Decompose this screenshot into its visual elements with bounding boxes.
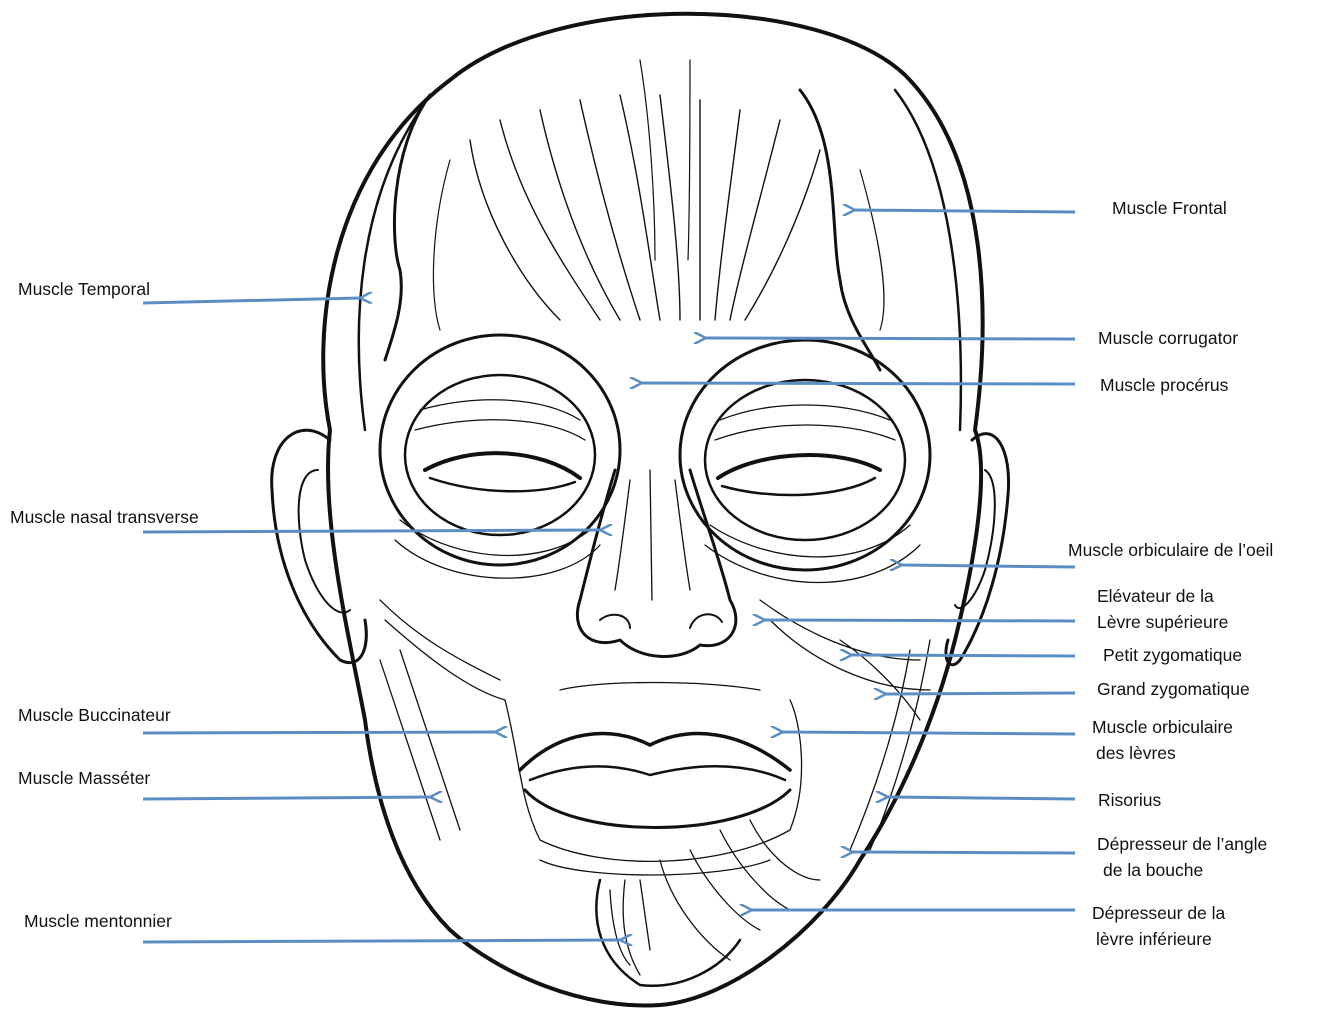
arrow-risorius — [888, 797, 1075, 799]
label-temporal: Muscle Temporal — [18, 276, 150, 302]
label-depresseur-angle-line1: Dépresseur de l’angle — [1097, 831, 1267, 857]
arrow-buccinateur — [143, 732, 495, 733]
label-depresseur-levre-line2: lèvre inférieure — [1092, 926, 1225, 952]
label-depresseur-levre-line1: Dépresseur de la — [1092, 900, 1225, 926]
label-elevateur-line2: Lèvre supérieure — [1097, 609, 1228, 635]
arrow-frontal — [855, 210, 1075, 212]
label-petit-zygo: Petit zygomatique — [1103, 642, 1242, 668]
arrow-orbiculaire-levres — [783, 732, 1075, 734]
label-corrugator: Muscle corrugator — [1098, 325, 1238, 351]
label-mentonnier: Muscle mentonnier — [24, 908, 172, 934]
label-masseter: Muscle Masséter — [18, 765, 150, 791]
label-grand-zygo: Grand zygomatique — [1097, 676, 1250, 702]
label-nasal: Muscle nasal transverse — [10, 504, 199, 530]
arrow-elevateur — [765, 620, 1075, 621]
right-eyelid — [718, 455, 880, 478]
arrow-depresseur-angle — [853, 852, 1075, 853]
left-ear — [272, 430, 367, 662]
arrow-nasal — [143, 530, 600, 532]
arrow-petit-zygo — [852, 655, 1075, 656]
left-eyelid — [425, 453, 580, 478]
left-ear-inner — [299, 470, 350, 613]
label-buccinateur: Muscle Buccinateur — [18, 702, 171, 728]
label-orbiculaire-levres-line1: Muscle orbiculaire — [1092, 714, 1233, 740]
right-ear — [946, 434, 1009, 665]
leader-arrows — [143, 210, 1075, 942]
head-drawing — [272, 14, 1009, 1006]
label-elevateur-line1: Elévateur de la — [1097, 583, 1228, 609]
arrow-procerus — [642, 383, 1075, 384]
label-frontal: Muscle Frontal — [1112, 195, 1227, 221]
arrow-corrugator — [706, 338, 1075, 339]
label-risorius: Risorius — [1098, 787, 1161, 813]
label-elevateur: Elévateur de la Lèvre supérieure — [1097, 583, 1228, 635]
label-orbiculaire-oeil: Muscle orbiculaire de l’oeil — [1068, 537, 1273, 563]
label-orbiculaire-levres-line2: des lèvres — [1092, 740, 1233, 766]
arrow-masseter — [143, 797, 430, 799]
label-depresseur-levre: Dépresseur de la lèvre inférieure — [1092, 900, 1225, 952]
arrow-orbiculaire-oeil — [902, 565, 1075, 567]
upper-lip — [520, 734, 790, 770]
label-orbiculaire-levres: Muscle orbiculaire des lèvres — [1092, 714, 1233, 766]
label-procerus: Muscle procérus — [1100, 372, 1228, 398]
label-depresseur-angle: Dépresseur de l’angle de la bouche — [1097, 831, 1267, 883]
arrow-grand-zygo — [886, 693, 1075, 694]
arrow-mentonnier — [143, 940, 620, 942]
label-depresseur-angle-line2: de la bouche — [1097, 857, 1267, 883]
nose — [577, 470, 735, 656]
chin — [596, 880, 740, 986]
